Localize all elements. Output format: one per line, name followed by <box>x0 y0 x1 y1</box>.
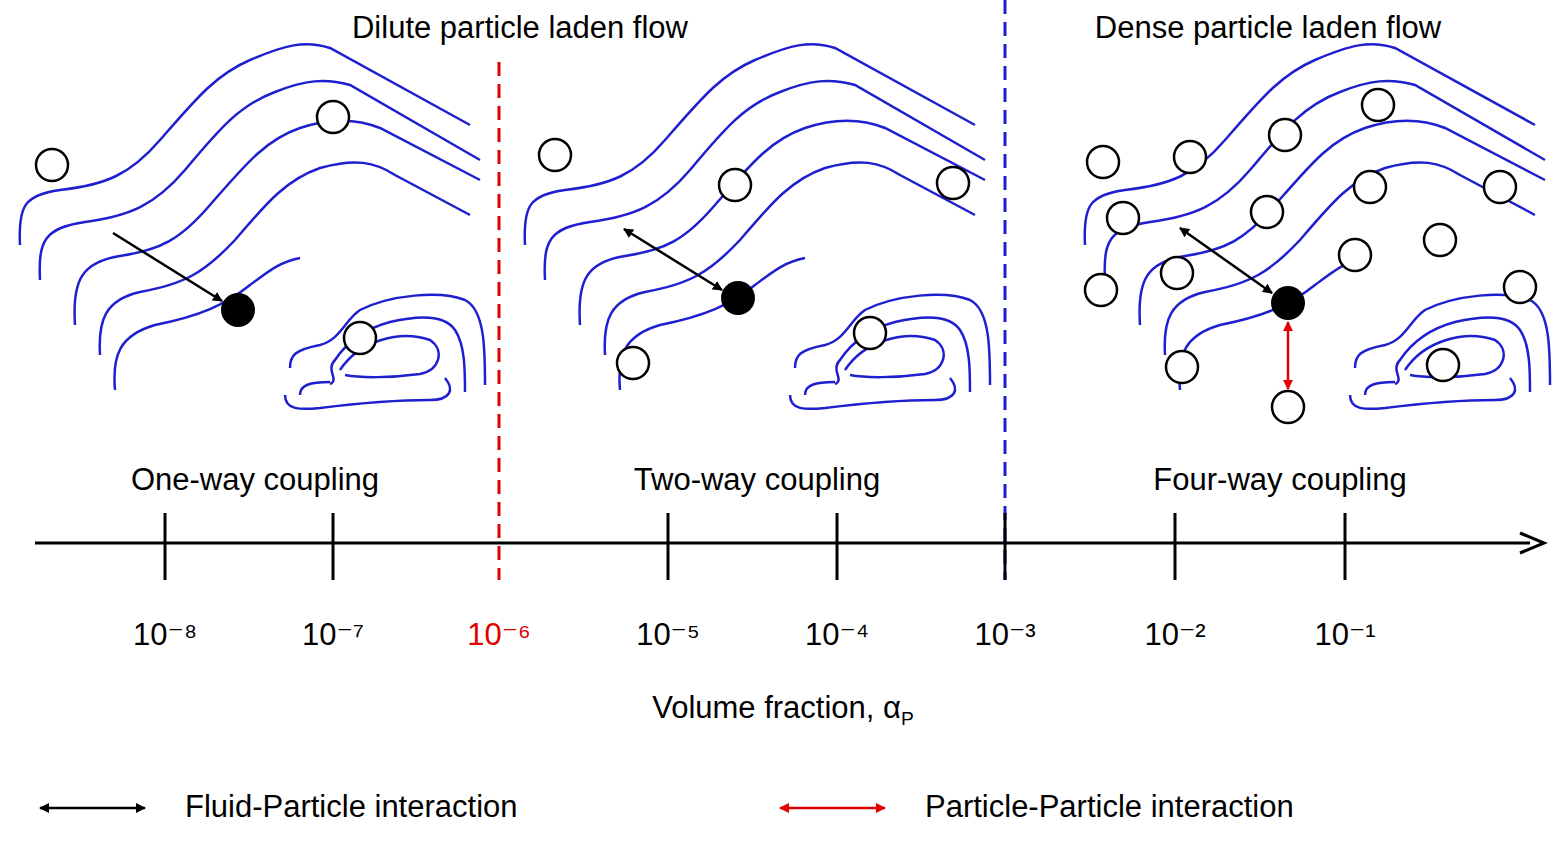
interaction-arrows <box>113 228 1288 389</box>
regime-boundary <box>1004 0 1007 580</box>
tick-label: 10⁻⁷ <box>302 617 364 653</box>
tick-label: 10⁻² <box>1144 617 1205 653</box>
flow-lines <box>20 44 485 409</box>
tick-label: 10⁻⁵ <box>636 617 700 653</box>
axis-title: Volume fraction, αP <box>652 690 914 726</box>
regime-label: Four-way coupling <box>1153 462 1406 498</box>
tick-label: 10⁻³ <box>974 617 1035 653</box>
region-heading: Dilute particle laden flow <box>352 10 688 46</box>
tick-label: 10⁻⁸ <box>133 617 197 653</box>
tick-label: 10⁻⁴ <box>805 617 869 653</box>
legend-text: Particle-Particle interaction <box>925 789 1294 825</box>
tracked-particles <box>221 281 1305 327</box>
regime-label: Two-way coupling <box>634 462 880 498</box>
tick-label: 10⁻¹ <box>1314 617 1375 653</box>
legend-text: Fluid-Particle interaction <box>185 789 518 825</box>
region-heading: Dense particle laden flow <box>1095 10 1441 46</box>
legend-sample <box>780 807 885 810</box>
regime-boundary <box>498 62 501 580</box>
regime-label: One-way coupling <box>131 462 379 498</box>
axis-title-text: Volume fraction, α <box>652 690 901 725</box>
flow-lines <box>525 44 990 409</box>
axis <box>35 513 1544 580</box>
particles <box>36 89 1536 423</box>
legend-sample <box>40 807 145 810</box>
axis-subscript: P <box>901 708 914 729</box>
tick-label: 10⁻⁶ <box>467 617 531 653</box>
flow-lines <box>1085 44 1550 409</box>
